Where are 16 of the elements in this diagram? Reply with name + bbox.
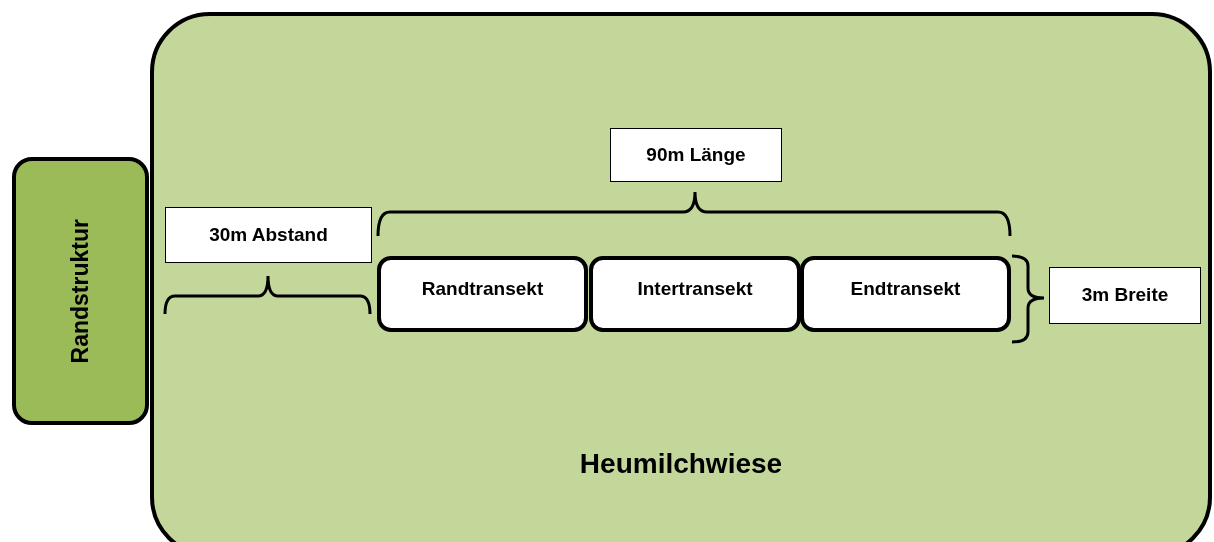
node-text: Randtransekt bbox=[421, 277, 544, 301]
measure-label-box bbox=[610, 128, 782, 182]
node-text: Randstruktur bbox=[66, 218, 95, 364]
measure-label-box bbox=[1049, 267, 1201, 324]
node-text: 3m Breite bbox=[1081, 283, 1169, 308]
transect-box bbox=[589, 256, 801, 332]
meadow-area bbox=[150, 12, 1212, 542]
node-text: Endtransekt bbox=[850, 277, 961, 301]
node-text: 90m Länge bbox=[646, 142, 746, 167]
measure-label-box bbox=[165, 207, 372, 263]
node-text: 30m Abstand bbox=[209, 222, 328, 247]
transect-box bbox=[377, 256, 588, 332]
node-text: Heumilchwiese bbox=[579, 447, 783, 481]
border-structure-box bbox=[12, 157, 149, 425]
transect-box bbox=[800, 256, 1011, 332]
node-text: Intertransekt bbox=[637, 277, 753, 301]
